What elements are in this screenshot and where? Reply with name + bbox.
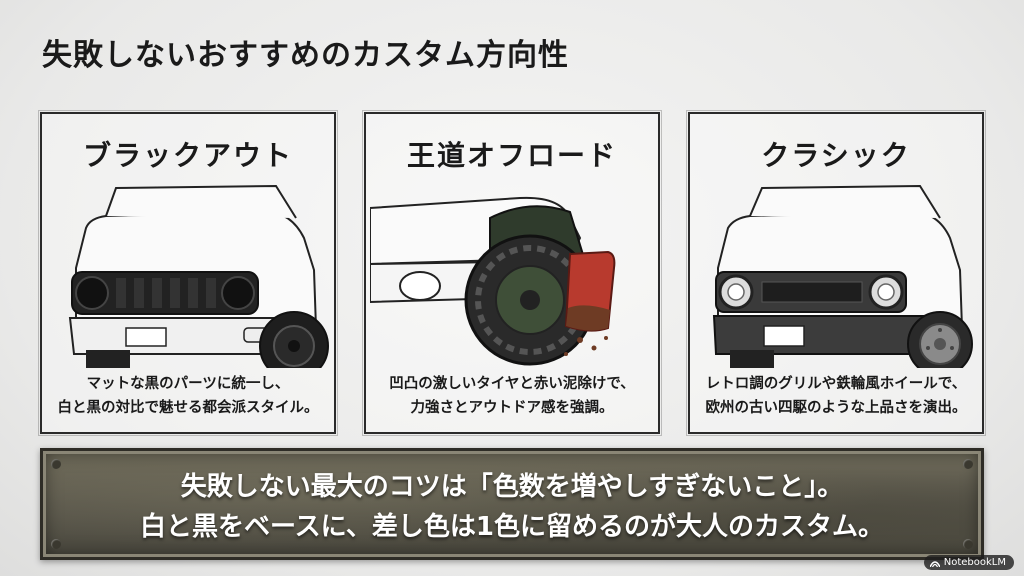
blackout-car-icon (68, 184, 329, 368)
offroad-wheel-icon (370, 196, 616, 366)
panel-classic: クラシック レトロ調のグリルや鉄輪風ホイールで、 欧州の古い四駆のような上品さを… (686, 110, 986, 436)
panel-caption: レトロ調のグリルや鉄輪風ホイールで、 欧州の古い四駆のような上品さを演出。 (705, 376, 967, 416)
panel-offroad: 王道オフロード 凹凸の激しいタイヤと赤い泥除けで、 力強さとアウトドア感を強調。 (362, 110, 662, 436)
rivet-icon (51, 539, 61, 549)
panel-blackout: ブラックアウト マットな黒のパーツに統一し、 白と黒の対比で魅せる都会派スタイル… (38, 110, 338, 436)
rivet-icon (963, 459, 973, 469)
classic-car-icon (712, 184, 973, 368)
banner-text: 失敗しない最大のコツは「色数を増やしすぎないこと」。 白と黒をベースに、差し色は… (139, 472, 884, 542)
watermark-label: NotebookLM (943, 557, 1006, 568)
notebooklm-watermark: NotebookLM (923, 555, 1014, 570)
panel-caption: 凹凸の激しいタイヤと赤い泥除けで、 力強さとアウトドア感を強調。 (389, 376, 635, 416)
notebooklm-logo-icon (929, 561, 940, 567)
rivet-icon (51, 459, 61, 469)
page-title: 失敗しないおすすめのカスタム方向性 (42, 38, 569, 73)
panel-caption: マットな黒のパーツに統一し、 白と黒の対比で魅せる都会派スタイル。 (57, 376, 319, 416)
rivet-icon (963, 539, 973, 549)
panel-title: クラシック (761, 139, 911, 172)
panel-title: 王道オフロード (406, 139, 617, 172)
summary-banner: 失敗しない最大のコツは「色数を増やしすぎないこと」。 白と黒をベースに、差し色は… (40, 448, 984, 560)
panel-title: ブラックアウト (82, 139, 293, 172)
